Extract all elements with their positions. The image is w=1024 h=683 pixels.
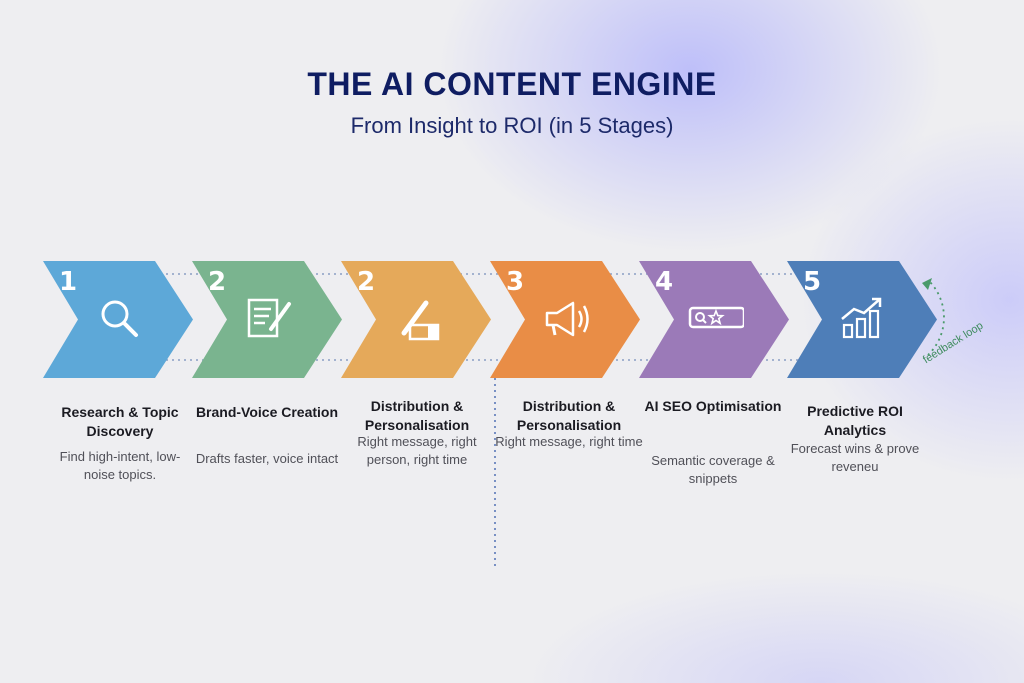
stage-2-description: Drafts faster, voice intact (195, 451, 339, 466)
stage-3-chevron: 2 (341, 261, 491, 378)
magnifier-icon (101, 300, 138, 337)
pencil-eraser-icon (401, 300, 440, 341)
stage-2-label: Brand-Voice Creation (195, 404, 339, 420)
page-subtitle: From Insight to ROI (in 5 Stages) (350, 113, 674, 138)
search-bar-star-icon (688, 306, 744, 329)
stage-number: 2 (357, 267, 376, 297)
stage-1-chevron: 1 (43, 261, 193, 378)
stage-5-label: AI SEO Optimisation (644, 398, 782, 414)
document-pen-icon (247, 298, 291, 338)
stage-6-description: Forecast wins & prove reveneu (790, 441, 920, 474)
megaphone-icon (545, 301, 589, 337)
stage-3-label: Distribution & Personalisation (364, 398, 470, 433)
stage-number: 1 (59, 267, 78, 297)
stage-5-chevron: 4 (639, 261, 789, 378)
stage-5-description: Semantic coverage & snippets (651, 453, 775, 486)
stage-6-chevron: 5 (787, 261, 937, 378)
stage-2-chevron: 2 (192, 261, 342, 378)
stage-4-label: Distribution & Personalisation (516, 398, 622, 433)
stage-1-description: Find high-intent, low-noise topics. (59, 449, 181, 482)
stage-number: 5 (803, 267, 822, 297)
stage-6-label: Predictive ROI Analytics (807, 403, 903, 438)
stage-3-description: Right message, right person, right time (357, 434, 477, 467)
stage-1-label: Research & Topic Discovery (61, 404, 179, 439)
stage-number: 4 (655, 267, 674, 297)
stage-4-description: Right message, right time (495, 434, 643, 449)
stage-number: 2 (208, 267, 227, 297)
stage-number: 3 (506, 267, 525, 297)
growth-chart-icon (841, 297, 882, 339)
stage-4-chevron: 3 (490, 261, 640, 378)
page-title: THE AI CONTENT ENGINE (307, 66, 717, 102)
